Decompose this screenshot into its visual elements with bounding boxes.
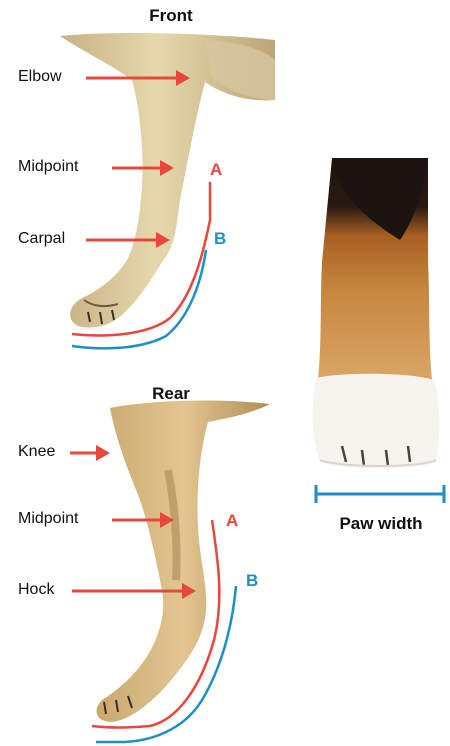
front-midpoint-label: Midpoint <box>18 158 78 176</box>
rear-leg-image <box>97 401 270 722</box>
paw-width-bracket <box>316 485 444 503</box>
knee-label: Knee <box>18 443 55 461</box>
carpal-label: Carpal <box>18 230 65 248</box>
paw-image <box>313 158 440 468</box>
hock-label: Hock <box>18 581 54 599</box>
front-measure-b-label: B <box>214 229 226 249</box>
rear-measure-a-label: A <box>226 511 238 531</box>
paw-width-label: Paw width <box>339 514 422 534</box>
knee-arrowhead <box>96 445 110 461</box>
rear-measure-b-label: B <box>246 571 258 591</box>
rear-title: Rear <box>152 384 190 404</box>
front-measure-a-label: A <box>210 160 222 180</box>
elbow-label: Elbow <box>18 68 62 86</box>
rear-midpoint-label: Midpoint <box>18 510 78 528</box>
front-title: Front <box>149 6 192 26</box>
